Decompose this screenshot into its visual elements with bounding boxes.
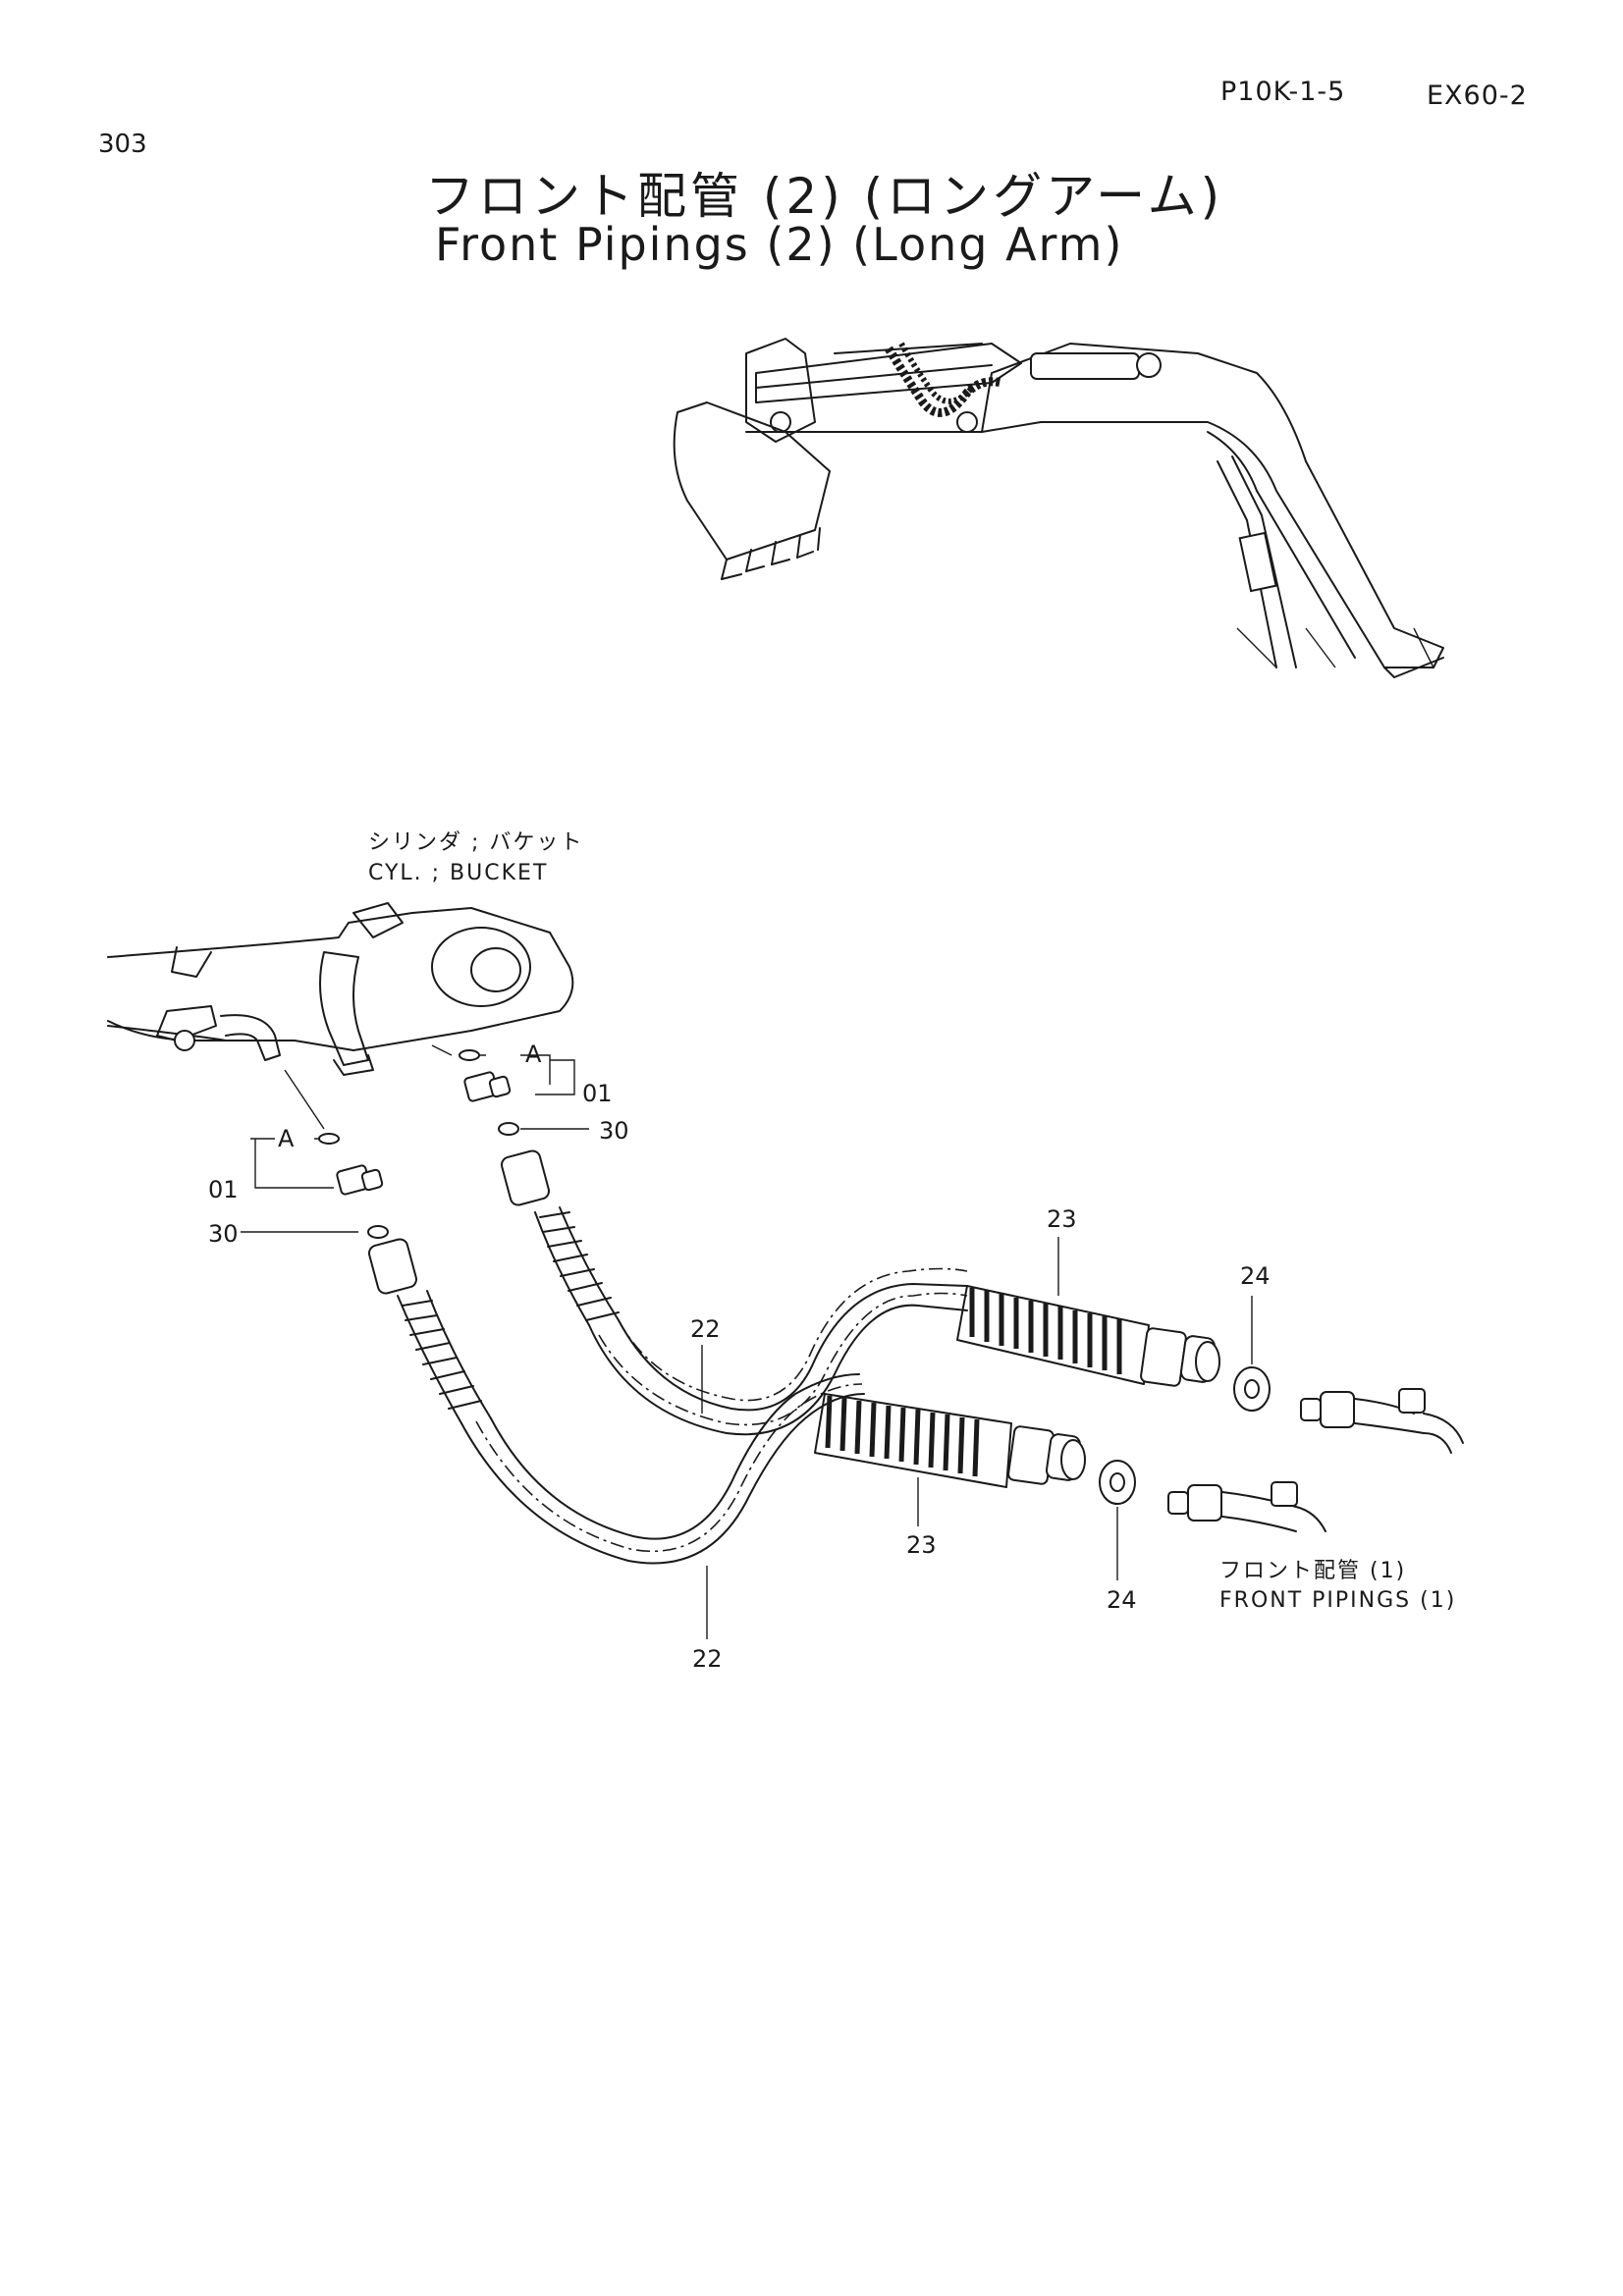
callout-23-lower: 23 [906, 1531, 937, 1559]
model-label: EX60-2 [1427, 80, 1528, 111]
excavator-long-arm-icon [673, 338, 1444, 678]
title-english: Front Pipings (2) (Long Arm) [435, 218, 1124, 271]
page-number: 303 [98, 130, 147, 159]
callout-30-upper: 30 [599, 1117, 629, 1145]
callout-23-upper: 23 [1047, 1205, 1077, 1233]
callout-a-upper: A [525, 1041, 542, 1068]
front-pipings-note-en: FRONT PIPINGS (1) [1219, 1588, 1457, 1613]
part-code: P10K-1-5 [1220, 77, 1346, 107]
front-pipings-note-jp: フロント配管 (1) [1219, 1559, 1407, 1583]
callout-01-upper: 01 [582, 1080, 613, 1107]
callout-24-upper: 24 [1240, 1262, 1271, 1290]
callout-30-lower: 30 [208, 1220, 239, 1248]
callout-22-upper: 22 [690, 1315, 721, 1343]
callout-24-lower: 24 [1107, 1586, 1137, 1614]
hose-assembly-icon [107, 902, 1464, 1639]
callout-01-lower: 01 [208, 1176, 239, 1203]
cylinder-note-en: CYL. ; BUCKET [368, 861, 549, 885]
title-japanese: フロント配管 (2) (ロングアーム) [425, 168, 1224, 225]
callout-22-lower: 22 [692, 1645, 723, 1673]
cylinder-note-jp: シリンダ ; バケット [368, 830, 584, 855]
callout-a-lower: A [278, 1125, 295, 1152]
